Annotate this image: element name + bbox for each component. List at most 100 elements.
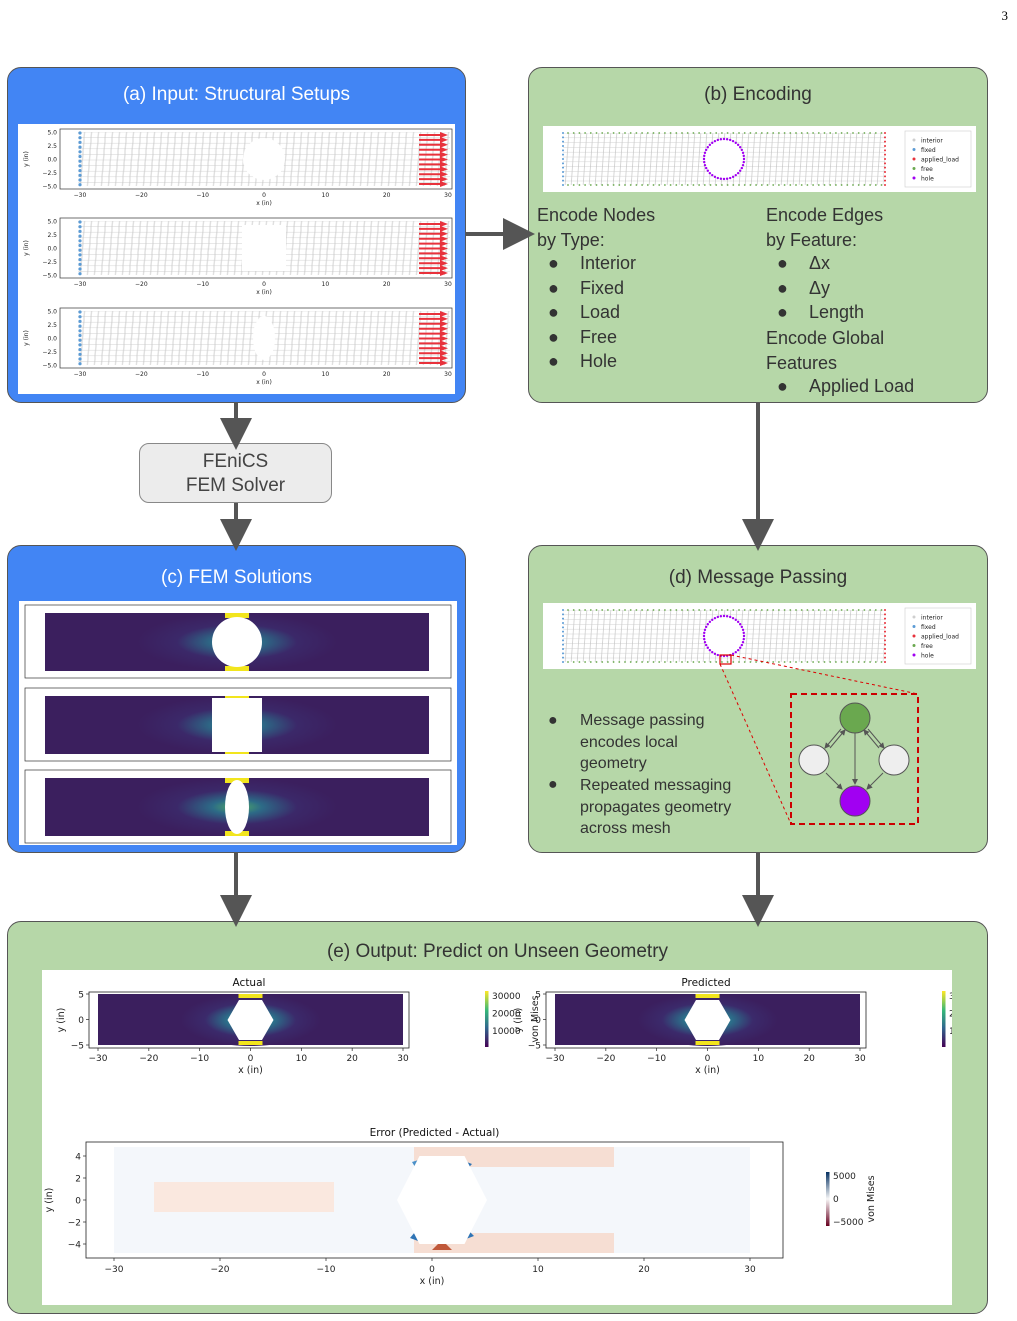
plot-title: Predicted — [681, 977, 730, 989]
x-tick-label: −20 — [135, 371, 148, 378]
free-node — [863, 609, 866, 611]
free-node — [840, 661, 843, 663]
free-node — [829, 609, 832, 611]
hole-node — [716, 615, 720, 619]
hole-node — [734, 618, 737, 622]
hole-hexagon — [397, 1156, 487, 1244]
load-arrow-head — [440, 311, 448, 317]
fixed-node — [562, 617, 564, 620]
fixed-node — [78, 239, 82, 243]
free-node — [635, 184, 638, 186]
load-node — [884, 166, 886, 169]
y-tick-label: 0.0 — [47, 157, 57, 164]
hole-node — [708, 648, 712, 652]
free-node — [800, 184, 803, 186]
free-node — [624, 132, 626, 134]
colorbar-tick-label: 30000 — [949, 992, 952, 1002]
free-node — [584, 661, 586, 663]
free-node — [749, 609, 752, 611]
load-node — [884, 635, 886, 637]
free-node — [584, 132, 586, 134]
y-tick-label: 5.0 — [47, 130, 57, 137]
free-node — [783, 609, 786, 611]
y-axis-label: y (in) — [56, 1008, 67, 1033]
free-node — [618, 132, 621, 134]
hole-node — [713, 616, 717, 620]
load-arrow-head — [440, 345, 448, 352]
free-node — [738, 184, 740, 186]
graph-node-left — [798, 744, 830, 776]
free-node — [607, 132, 609, 134]
y-tick-label: 5 — [78, 991, 84, 1001]
legend-marker — [912, 138, 916, 142]
free-node — [715, 184, 718, 186]
free-node — [721, 132, 723, 134]
load-node — [884, 162, 886, 165]
hole-node — [716, 176, 720, 180]
fixed-node — [78, 159, 82, 163]
free-node — [783, 661, 786, 663]
free-node — [772, 609, 775, 611]
fixed-node — [78, 324, 82, 328]
free-node — [658, 184, 661, 186]
hole-node — [728, 615, 732, 619]
fixed-node — [562, 661, 564, 663]
panel-e-title: (e) Output: Predict on Unseen Geometry — [326, 941, 669, 962]
free-node — [880, 609, 883, 611]
free-node — [567, 609, 569, 611]
free-node — [584, 609, 586, 611]
fixed-node — [562, 609, 564, 611]
x-tick-label: 30 — [397, 1054, 409, 1064]
load-node — [884, 613, 886, 616]
fixed-node — [78, 315, 82, 319]
load-arrow-head — [440, 225, 448, 232]
load-arrow-head — [440, 156, 448, 163]
colorbar-tick-label: 10000 — [949, 1027, 952, 1037]
load-arrow-head — [440, 166, 448, 173]
x-tick-label: 30 — [744, 1265, 756, 1275]
free-node — [812, 184, 814, 186]
free-node — [812, 661, 814, 663]
free-node — [595, 661, 598, 663]
x-tick-label: −30 — [105, 1265, 124, 1275]
free-node — [760, 609, 763, 611]
y-tick-label: 2.5 — [47, 322, 57, 329]
free-node — [795, 132, 797, 134]
x-tick-label: 0 — [248, 1054, 254, 1064]
free-node — [589, 184, 592, 186]
free-node — [726, 132, 729, 134]
load-arrow-head — [440, 141, 448, 148]
free-node — [641, 661, 643, 663]
load-arrow-head — [440, 221, 448, 227]
free-node — [846, 132, 849, 134]
load-arrow-head — [440, 350, 448, 357]
peak-stress-bottom — [695, 1041, 720, 1045]
fixed-node — [78, 178, 82, 182]
x-tick-label: −10 — [196, 192, 209, 199]
free-node — [738, 609, 740, 611]
free-node — [675, 132, 678, 134]
colorbar — [485, 991, 489, 1047]
fixed-node — [78, 220, 82, 224]
free-node — [857, 661, 860, 663]
colorbar-tick-label: 20000 — [949, 1010, 952, 1020]
free-node — [817, 184, 820, 186]
free-node — [601, 661, 604, 663]
free-node — [789, 609, 792, 611]
free-node — [852, 661, 854, 663]
free-node — [692, 184, 695, 186]
load-arrow-head — [440, 255, 448, 262]
x-tick-label: −30 — [74, 281, 87, 288]
free-node — [772, 132, 775, 134]
free-node — [829, 184, 832, 186]
x-tick-label: −10 — [317, 1265, 336, 1275]
load-arrow-head — [440, 171, 448, 178]
free-node — [852, 609, 854, 611]
free-node — [755, 184, 757, 186]
x-tick-label: 20 — [638, 1265, 650, 1275]
load-node — [884, 643, 886, 646]
x-tick-label: 10 — [322, 371, 330, 378]
load-arrow-head — [440, 265, 448, 272]
free-node — [686, 132, 689, 134]
free-node — [869, 184, 871, 186]
